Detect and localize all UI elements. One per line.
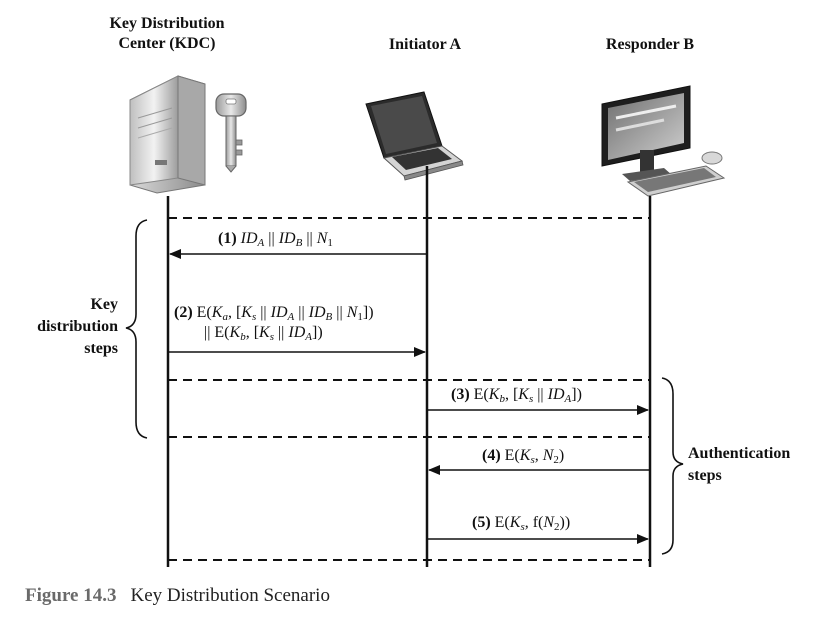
message-3-number: (3): [451, 386, 470, 403]
key-distribution-label: Key distribution steps: [26, 294, 118, 360]
key-distribution-brace: [125, 219, 148, 439]
figure-title: Key Distribution Scenario: [130, 585, 330, 606]
authentication-label-line1: Authentication: [688, 445, 791, 462]
kdc-header-line1: Key Distribution: [109, 15, 225, 32]
kdc-header: Key Distribution Center (KDC): [92, 14, 242, 54]
authentication-label: Authentication steps: [688, 443, 813, 487]
authentication-brace: [661, 377, 684, 555]
kdc-header-line2: Center (KDC): [118, 35, 216, 52]
laptop-icon: [365, 91, 464, 181]
message-2-label-line1: (2) E(Ka, [Ks || IDA || IDB || N1]): [174, 304, 374, 323]
responder-header: Responder B: [605, 36, 695, 53]
figure-caption: Figure 14.3 Key Distribution Scenario: [25, 585, 330, 607]
message-2-label-line2: || E(Kb, [Ks || IDA]): [204, 324, 323, 343]
message-3-label: (3) E(Kb, [Ks || IDA]): [451, 386, 582, 405]
message-1-label: (1) IDA || IDB || N1: [218, 230, 333, 249]
desktop-computer-icon: [601, 85, 726, 197]
message-4-number: (4): [482, 447, 501, 464]
figure-number: Figure 14.3: [25, 585, 117, 606]
key-distribution-label-line1: Key: [90, 296, 118, 313]
key-icon: [215, 93, 247, 173]
kdc-server-icon: [129, 75, 206, 194]
message-4-label: (4) E(Ks, N2): [482, 447, 565, 466]
authentication-label-line2: steps: [688, 467, 722, 484]
message-2-number: (2): [174, 304, 193, 321]
key-distribution-label-line2: distribution: [37, 318, 118, 335]
message-5-number: (5): [472, 514, 491, 531]
message-1-number: (1): [218, 230, 237, 247]
message-5-label: (5) E(Ks, f(N2)): [472, 514, 571, 533]
initiator-header: Initiator A: [388, 36, 462, 53]
key-distribution-label-line3: steps: [84, 340, 118, 357]
